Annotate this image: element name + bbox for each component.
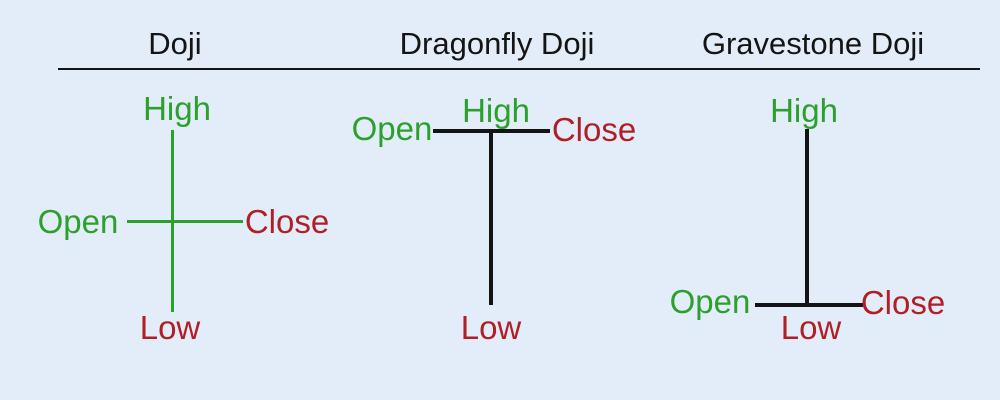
dragonfly-close-label: Close [551,111,637,148]
gravestone-open-label: Open [669,283,751,320]
panel-title-doji: Doji [148,26,202,61]
header-divider-line [58,68,980,70]
panel-title-gravestone-doji: Gravestone Doji [701,26,925,61]
doji-close-label: Close [244,203,330,240]
gravestone-high-low-line [805,129,809,306]
dragonfly-low-label: Low [460,309,522,346]
doji-high-label: High [143,90,211,127]
dragonfly-high-label: High [462,92,530,129]
doji-open-label: Open [37,203,119,240]
gravestone-open-close-line [755,303,863,307]
gravestone-low-label: Low [780,309,842,346]
doji-low-label: Low [139,309,201,346]
doji-open-close-line [127,220,243,223]
dragonfly-open-label: Open [351,110,433,147]
dragonfly-high-low-line [489,129,493,305]
gravestone-close-label: Close [860,284,946,321]
panel-title-dragonfly-doji: Dragonfly Doji [399,26,595,61]
gravestone-high-label: High [770,92,838,129]
